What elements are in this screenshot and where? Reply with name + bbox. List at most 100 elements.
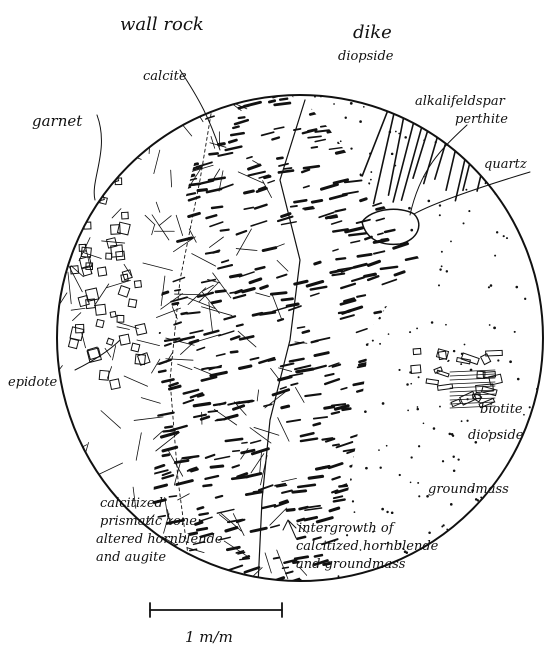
groundmass-dot: [450, 241, 452, 243]
prismatic-crystal: [204, 485, 212, 486]
prismatic-crystal: [407, 404, 422, 409]
prismatic-crystal: [206, 252, 219, 254]
prismatic-crystal: [395, 494, 401, 495]
groundmass-dot: [300, 320, 302, 322]
prismatic-crystal: [226, 439, 242, 441]
groundmass-dot: [524, 443, 527, 446]
prismatic-crystal: [161, 155, 174, 157]
prismatic-crystal: [398, 412, 414, 417]
prismatic-crystal: [354, 382, 370, 385]
prismatic-crystal: [309, 476, 322, 478]
prismatic-crystal: [365, 274, 376, 276]
prismatic-crystal: [388, 342, 394, 343]
prismatic-crystal: [370, 371, 376, 372]
prismatic-crystal: [410, 146, 421, 147]
prismatic-crystal: [301, 433, 313, 436]
prismatic-crystal: [357, 295, 365, 297]
groundmass-dot: [378, 449, 380, 451]
garnet-crystal: [68, 339, 78, 349]
groundmass-dot: [517, 378, 520, 381]
prismatic-crystal: [367, 342, 379, 345]
prismatic-crystal: [245, 191, 254, 193]
prismatic-crystal: [367, 458, 381, 461]
groundmass-dot: [519, 149, 521, 151]
calcite-grain-edge: [117, 327, 129, 330]
calcite-grain-edge: [94, 284, 108, 306]
prismatic-crystal: [162, 432, 178, 437]
garnet-crystal: [70, 266, 78, 274]
groundmass-dot: [542, 448, 544, 450]
prismatic-crystal: [294, 129, 301, 130]
groundmass-dot: [441, 251, 443, 253]
prismatic-crystal: [387, 308, 393, 310]
groundmass-dot: [547, 373, 550, 376]
prismatic-crystal: [214, 403, 225, 405]
groundmass-dot: [439, 268, 441, 270]
groundmass-dot: [539, 225, 541, 227]
groundmass-dot: [468, 210, 470, 212]
groundmass-dot: [319, 144, 321, 146]
prismatic-crystal: [250, 279, 261, 283]
prismatic-crystal: [368, 463, 384, 465]
calcite-grain-edge: [211, 136, 215, 148]
prismatic-crystal: [373, 400, 388, 405]
prismatic-crystal: [189, 197, 199, 200]
calcite-grain-edge: [71, 476, 86, 481]
prismatic-crystal: [389, 433, 403, 435]
calcite-grain-edge: [270, 508, 287, 525]
calcite-grain-edge: [180, 570, 192, 596]
prismatic-crystal: [368, 261, 379, 265]
groundmass-dot: [300, 462, 302, 464]
groundmass-dot: [416, 327, 418, 329]
groundmass-dot: [336, 455, 338, 457]
prismatic-crystal: [152, 251, 159, 252]
prismatic-crystal: [341, 388, 347, 390]
calcite-grain-edge: [251, 454, 264, 473]
calcite-grain-edge: [134, 417, 163, 421]
prismatic-crystal: [312, 147, 318, 148]
prismatic-crystal: [251, 221, 267, 226]
groundmass-dot: [431, 321, 434, 324]
prismatic-crystal: [322, 438, 332, 439]
prismatic-crystal: [395, 359, 410, 363]
prismatic-crystal: [309, 506, 320, 508]
prismatic-crystal: [417, 563, 434, 567]
prismatic-crystal: [219, 144, 225, 145]
groundmass-dot: [416, 408, 419, 411]
calcite-grain-edge: [254, 427, 279, 435]
prismatic-crystal: [160, 109, 176, 113]
prismatic-crystal: [359, 576, 371, 579]
prismatic-crystal: [325, 374, 333, 376]
prismatic-crystal: [357, 111, 373, 113]
groundmass-dot: [351, 334, 353, 336]
prismatic-crystal: [215, 420, 225, 421]
garnet-crystal: [95, 304, 106, 315]
calcite-grain-edge: [89, 202, 91, 214]
groundmass-dot: [344, 582, 346, 584]
calcite-grain-edge: [233, 514, 244, 536]
garnet-crystal: [135, 324, 147, 336]
calcite-grain-edge: [277, 550, 288, 579]
prismatic-crystal: [240, 366, 251, 368]
prismatic-crystal: [152, 485, 167, 489]
groundmass-dot: [441, 265, 443, 267]
groundmass-dot: [388, 333, 390, 335]
groundmass-dot: [449, 433, 452, 436]
groundmass-dot: [407, 409, 409, 411]
groundmass-dot: [412, 117, 415, 120]
prismatic-crystal: [358, 254, 371, 256]
calcite-grain-edge: [80, 442, 89, 472]
garnet-crystal: [110, 311, 116, 317]
groundmass-dot: [340, 140, 342, 142]
prismatic-crystal: [314, 590, 325, 593]
prismatic-crystal: [187, 312, 200, 313]
groundmass-dot: [354, 511, 356, 513]
prismatic-crystal: [218, 153, 232, 156]
groundmass-dot: [497, 359, 499, 361]
groundmass-dot: [329, 429, 331, 431]
prismatic-crystal: [212, 207, 222, 208]
prismatic-crystal: [158, 201, 173, 206]
prismatic-crystal: [168, 588, 173, 589]
prismatic-crystal: [190, 331, 203, 334]
